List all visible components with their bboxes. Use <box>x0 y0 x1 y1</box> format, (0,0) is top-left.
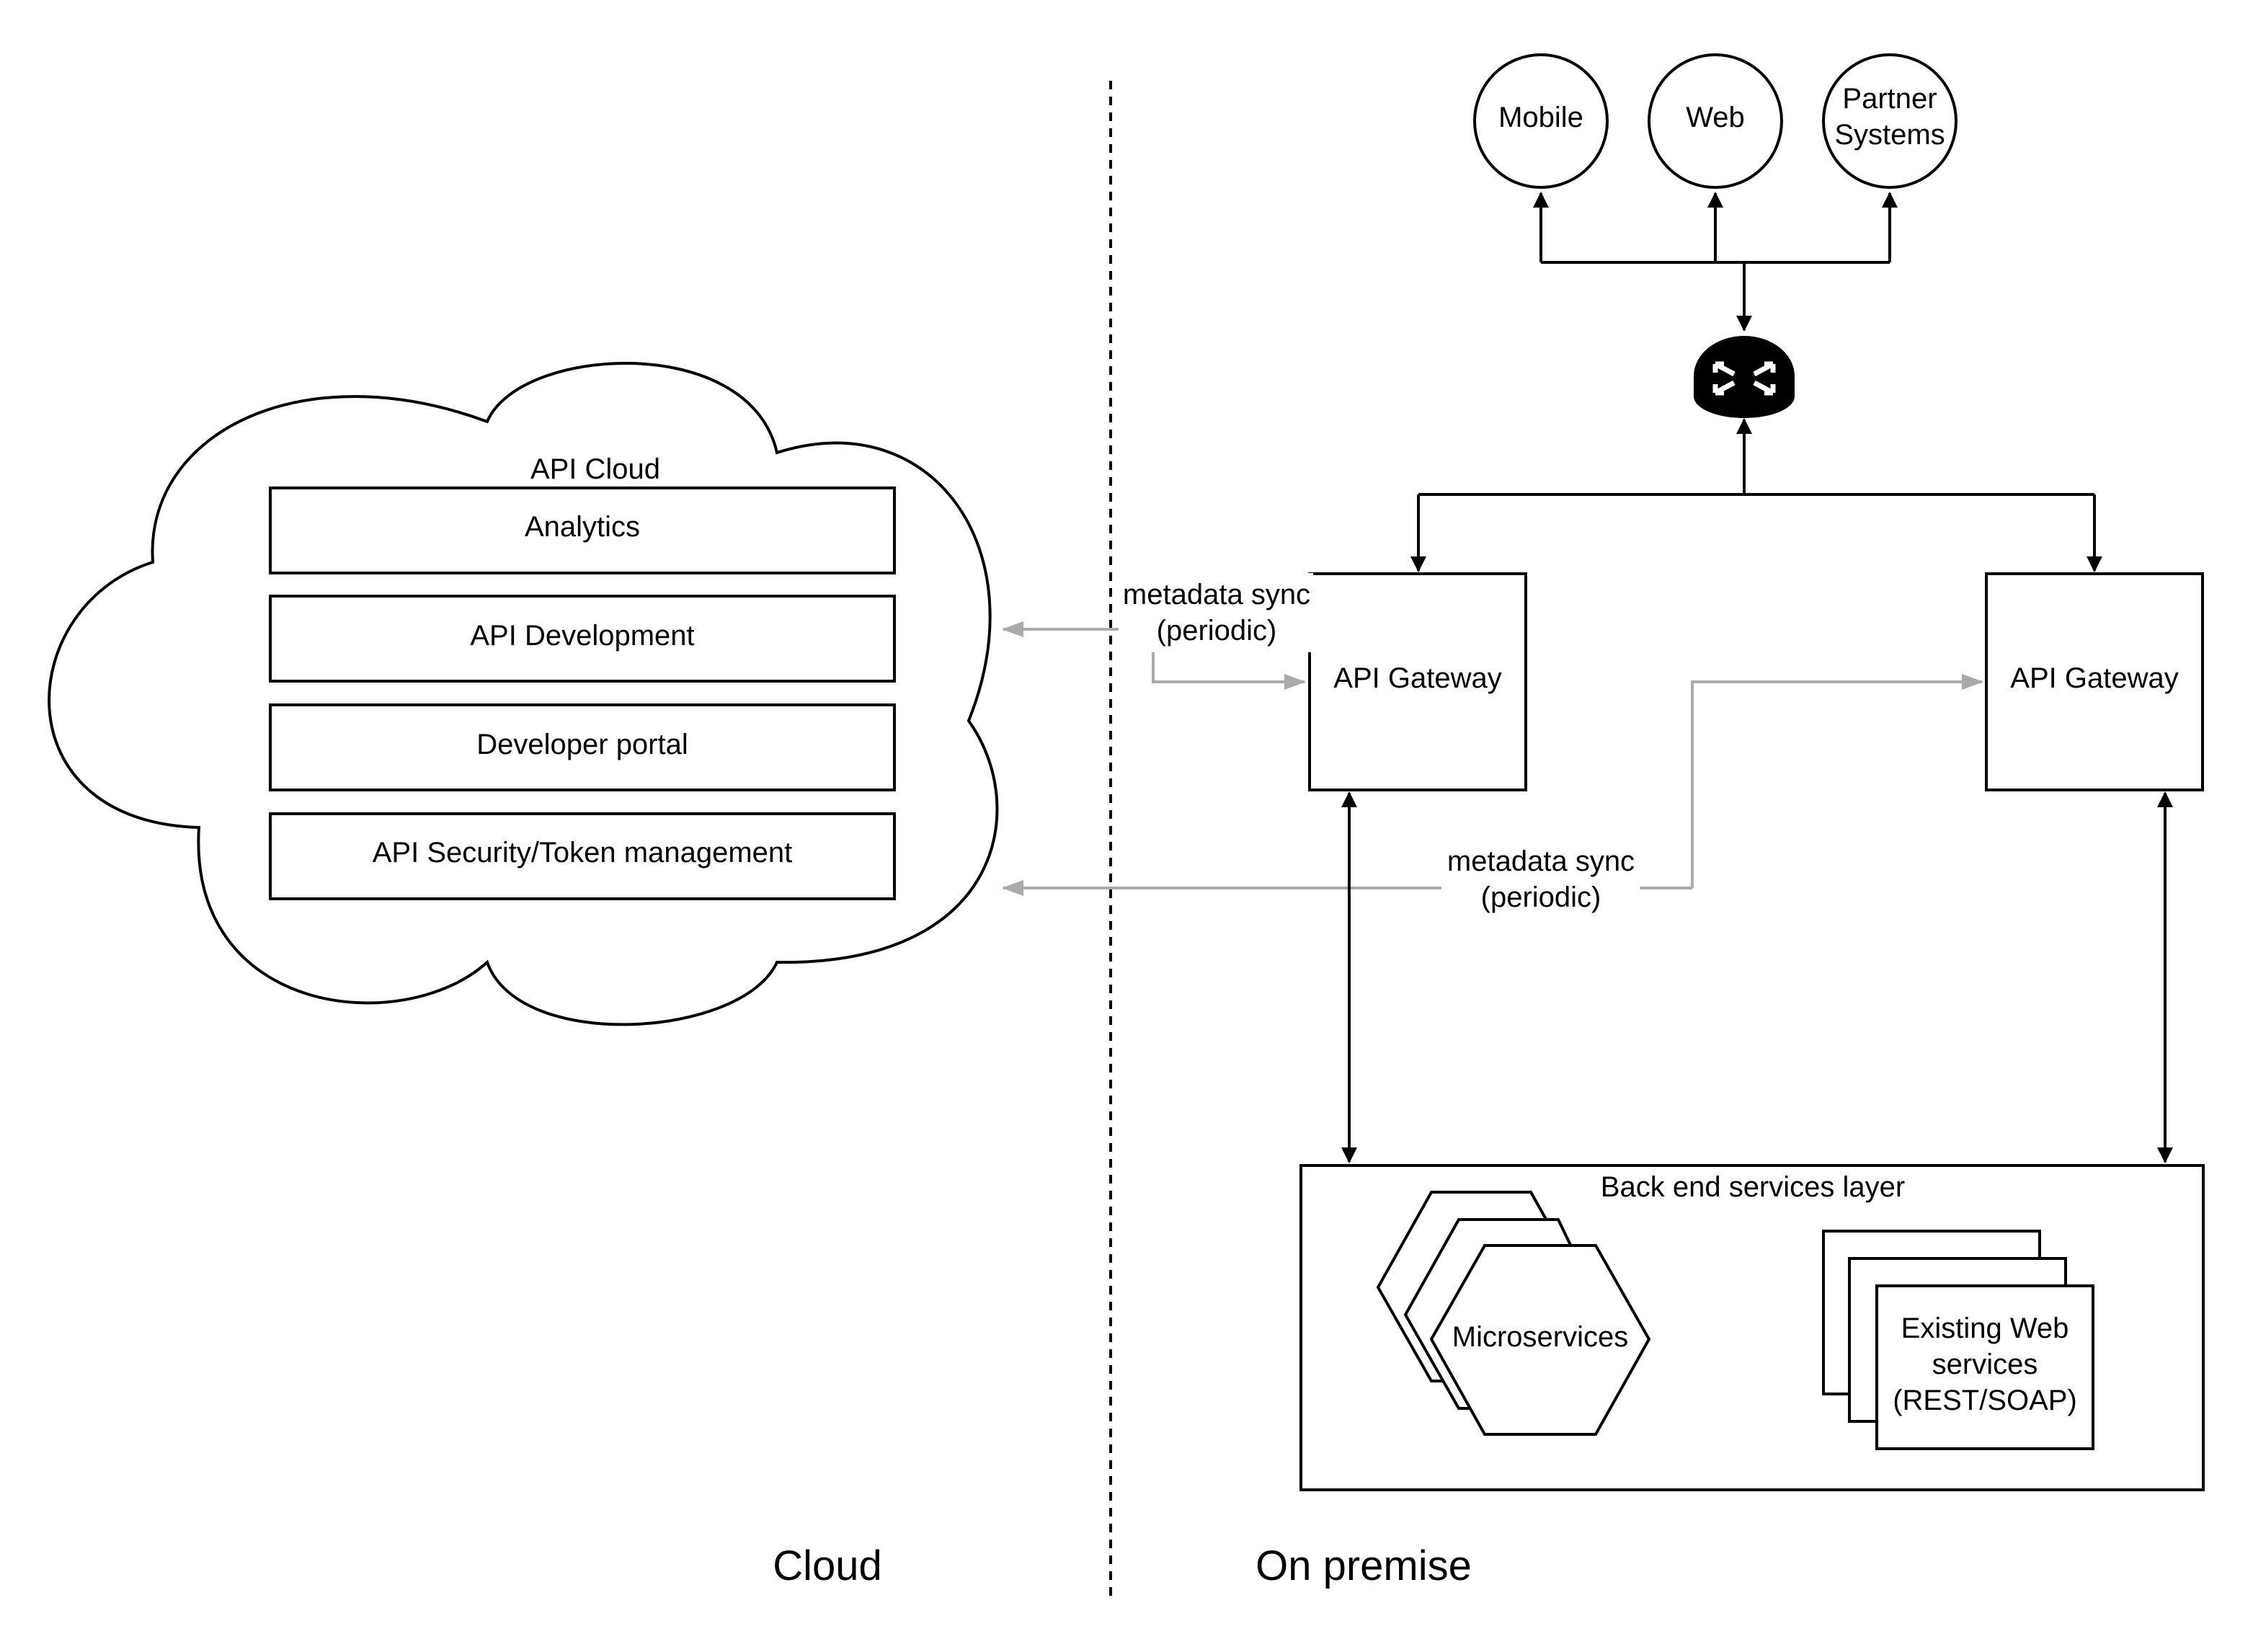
backend-title: Back end services layer <box>1601 1171 1905 1203</box>
microservices-label: Microservices <box>1452 1321 1628 1353</box>
sync-label-line1: metadata sync <box>1447 845 1635 877</box>
client-mobile: Mobile <box>1473 53 1609 189</box>
cloud-module-developer-portal: Developer portal <box>269 703 896 791</box>
router-icon <box>1694 336 1795 418</box>
gateway-backend-connectors <box>1341 791 2173 1163</box>
cloud-module-analytics: Analytics <box>269 487 896 574</box>
client-label: Systems <box>1834 119 1945 151</box>
zone-label-on-premise: On premise <box>1256 1542 1472 1589</box>
cloud-module-label: Analytics <box>525 511 640 543</box>
gateway-label: API Gateway <box>2010 662 2178 694</box>
sync-label-line1: metadata sync <box>1123 579 1310 610</box>
client-connectors <box>1533 192 1898 332</box>
metadata-sync-label-2: metadata sync (periodic) <box>1441 840 1640 919</box>
sync-label-line2: (periodic) <box>1157 615 1277 647</box>
gateway-label: API Gateway <box>1333 662 1501 694</box>
api-gateway-1: API Gateway <box>1308 572 1527 791</box>
web-services-label-1: Existing Web <box>1901 1313 2069 1344</box>
client-label: Mobile <box>1498 102 1583 133</box>
metadata-sync-label-1: metadata sync (periodic) <box>1119 573 1313 652</box>
cloud-module-label: API Security/Token management <box>373 837 793 869</box>
api-cloud-title: API Cloud <box>530 453 660 485</box>
api-cloud-shape <box>48 361 999 1026</box>
cloud-module-label: API Development <box>470 620 694 652</box>
api-gateway-2: API Gateway <box>1985 572 2204 791</box>
client-partner-systems: Partner Systems <box>1822 53 1958 189</box>
sync-label-line2: (periodic) <box>1481 881 1601 913</box>
router-gateway-connectors <box>1410 418 2102 572</box>
client-web: Web <box>1648 53 1783 189</box>
client-label: Web <box>1686 102 1745 133</box>
zone-label-cloud: Cloud <box>773 1542 882 1589</box>
web-services-label-2: services <box>1932 1349 2038 1380</box>
web-services-label-3: (REST/SOAP) <box>1893 1385 2077 1416</box>
client-label: Partner <box>1842 83 1937 115</box>
cloud-module-label: Developer portal <box>476 729 688 760</box>
cloud-module-api-security: API Security/Token management <box>269 812 896 900</box>
microservices-stack <box>1376 1191 1651 1436</box>
cloud-module-api-development: API Development <box>269 595 896 683</box>
web-services-stack <box>1822 1230 2094 1450</box>
